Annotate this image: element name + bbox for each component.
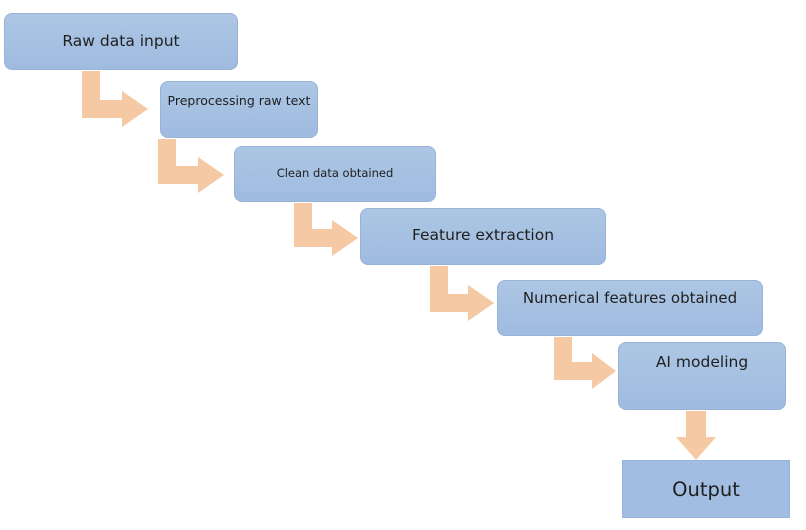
step-preprocessing-raw-text: Preprocessing raw text <box>160 81 318 138</box>
step-label: Clean data obtained <box>276 166 394 180</box>
step-output: Output <box>622 460 790 518</box>
elbow-arrow-1-to-2 <box>82 71 148 127</box>
elbow-arrow-5-to-6 <box>554 337 616 389</box>
step-label: Feature extraction <box>411 226 555 244</box>
step-label: Raw data input <box>62 32 180 50</box>
elbow-arrow-3-to-4 <box>294 203 358 256</box>
step-label: Numerical features obtained <box>522 289 738 307</box>
step-numerical-features-obtained: Numerical features obtained <box>497 280 763 336</box>
elbow-arrow-2-to-3 <box>158 139 224 193</box>
step-raw-data-input: Raw data input <box>4 13 238 70</box>
elbow-arrow-4-to-5 <box>430 266 494 321</box>
step-feature-extraction: Feature extraction <box>360 208 606 265</box>
step-label: Output <box>672 478 740 501</box>
down-arrow-6-to-7 <box>676 411 716 460</box>
step-clean-data-obtained: Clean data obtained <box>234 146 436 202</box>
step-label: AI modeling <box>655 353 749 371</box>
step-label: Preprocessing raw text <box>167 93 311 108</box>
step-ai-modeling: AI modeling <box>618 342 786 410</box>
